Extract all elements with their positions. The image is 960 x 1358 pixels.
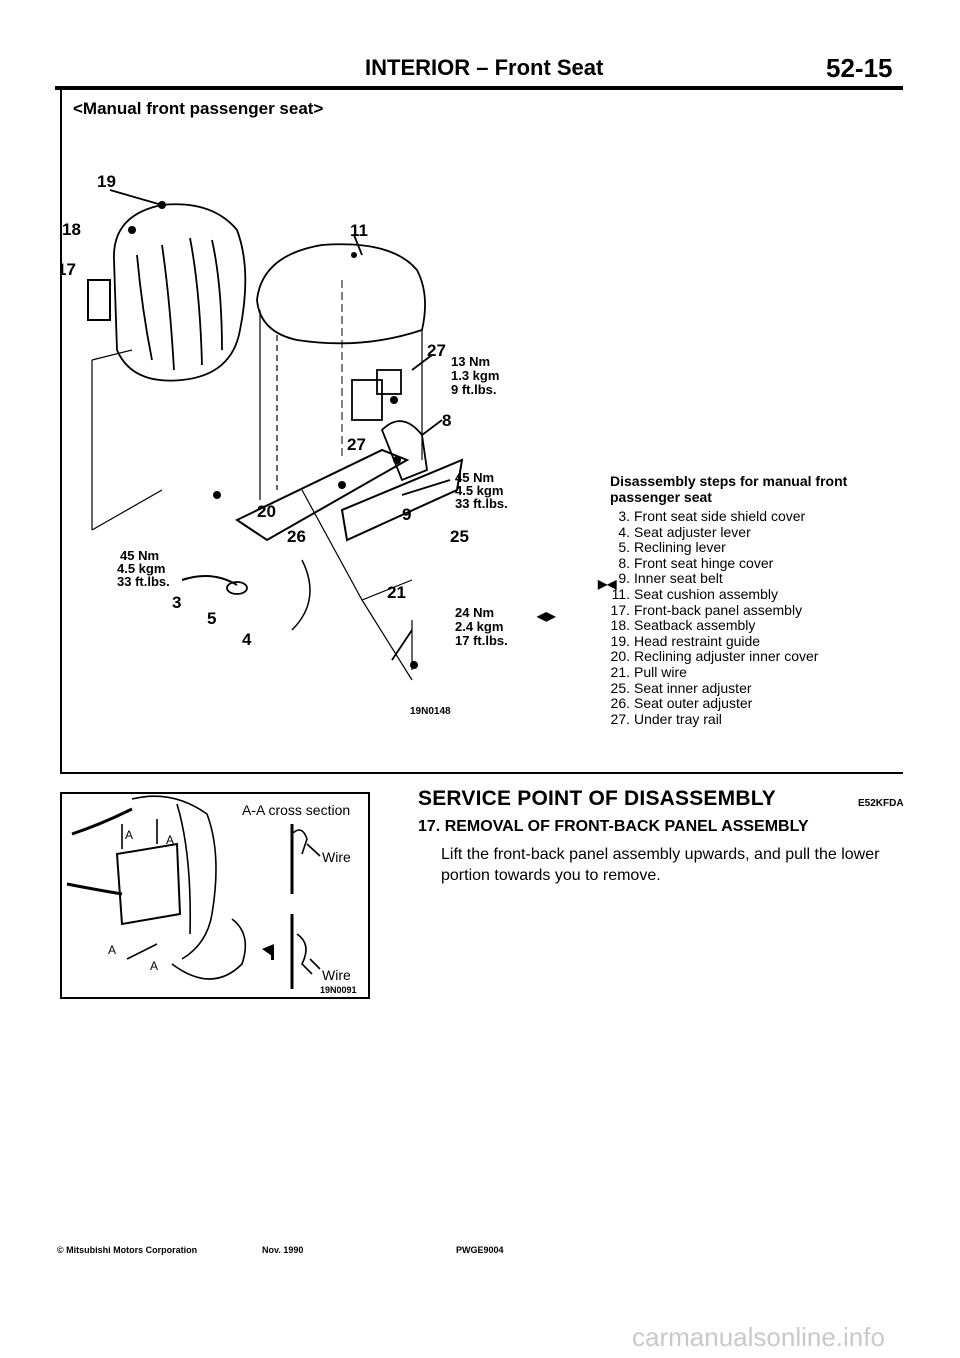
section-letter: A bbox=[166, 833, 174, 847]
service-body: Lift the front-back panel assembly upwar… bbox=[441, 846, 880, 884]
torque-value: 13 Nm bbox=[451, 354, 490, 369]
step-item: 18.Seatback assembly bbox=[610, 617, 756, 634]
part-label: 8 bbox=[442, 411, 451, 430]
step-item: 17.Front-back panel assembly bbox=[610, 601, 803, 618]
torque-value: 9 ft.lbs. bbox=[451, 382, 497, 397]
torque-value: 45 Nm bbox=[120, 548, 159, 563]
part-label: 3 bbox=[172, 593, 181, 612]
step-item: 27.Under tray rail bbox=[610, 710, 722, 727]
exploded-seat-diagram: 19 18 17 11 27 8 27 20 26 9 25 21 3 5 4 … bbox=[62, 172, 508, 681]
service-subheading: 17. REMOVAL OF FRONT-BACK PANEL ASSEMBLY bbox=[418, 818, 809, 835]
page-header-title: INTERIOR – Front Seat bbox=[365, 55, 604, 80]
part-label: 27 bbox=[347, 435, 366, 454]
part-label: 19 bbox=[97, 172, 116, 191]
step-item: 25.Seat inner adjuster bbox=[610, 679, 752, 696]
step-item: 11.Seat cushion assembly bbox=[611, 585, 778, 602]
part-label: 5 bbox=[207, 609, 216, 628]
part-label: 9 bbox=[402, 505, 411, 524]
torque-value: 1.3 kgm bbox=[451, 368, 499, 383]
torque-value: 4.5 kgm bbox=[455, 483, 503, 498]
part-label: 18 bbox=[62, 220, 81, 239]
torque-value: 2.4 kgm bbox=[455, 619, 503, 634]
step-item: 19.Head restraint guide bbox=[610, 632, 761, 649]
step-item: 4.Seat adjuster lever bbox=[618, 523, 751, 540]
section-letter: A bbox=[108, 943, 116, 957]
step-item: 26.Seat outer adjuster bbox=[610, 695, 753, 712]
part-label: 11 bbox=[350, 221, 368, 240]
service-point-marker: ◀▶ bbox=[537, 609, 556, 623]
step-item: 20.Reclining adjuster inner cover bbox=[610, 648, 819, 665]
panel-bracket bbox=[87, 279, 111, 321]
part-label: 20 bbox=[257, 502, 276, 521]
torque-value: 4.5 kgm bbox=[117, 561, 165, 576]
service-point-marker: ▶◀ bbox=[598, 577, 617, 591]
torque-value: 17 ft.lbs. bbox=[455, 633, 508, 648]
wire-label: Wire bbox=[322, 849, 351, 865]
part-label: 26 bbox=[287, 527, 306, 546]
watermark: carmanualsonline.info bbox=[632, 1322, 885, 1352]
header-rule bbox=[55, 86, 903, 90]
section-left-rule bbox=[60, 90, 62, 772]
cushion-outline bbox=[256, 243, 426, 345]
wire-label: Wire bbox=[322, 967, 351, 983]
section-label: <Manual front passenger seat> bbox=[73, 99, 324, 118]
part-label: 27 bbox=[427, 341, 446, 360]
step-item: 21.Pull wire bbox=[610, 663, 687, 680]
part-label: 4 bbox=[242, 630, 252, 649]
torque-value: 24 Nm bbox=[455, 605, 494, 620]
figure-code: 19N0091 bbox=[320, 985, 357, 995]
torque-value: 33 ft.lbs. bbox=[117, 574, 170, 589]
footer-date: Nov. 1990 bbox=[262, 1245, 304, 1255]
part-label: 25 bbox=[450, 527, 469, 546]
footer-copyright: © Mitsubishi Motors Corporation bbox=[57, 1245, 198, 1255]
inner-rail bbox=[340, 458, 464, 542]
outer-rail bbox=[234, 448, 410, 542]
aa-caption: A-A cross section bbox=[242, 802, 351, 818]
step-item: 9.Inner seat belt bbox=[618, 570, 723, 587]
torque-value: 45 Nm bbox=[455, 470, 494, 485]
seatback-outline bbox=[113, 203, 247, 382]
aa-cross-section-figure: A A A A A-A cross section Wire Wire 19N0… bbox=[60, 792, 370, 999]
part-label: 21 bbox=[387, 583, 406, 602]
steps-title: Disassembly steps for manual front passe… bbox=[610, 473, 848, 505]
step-item: 3.Front seat side shield cover bbox=[618, 508, 806, 524]
page-number: 52-15 bbox=[826, 53, 893, 83]
step-item: 5.Reclining lever bbox=[618, 539, 726, 556]
footer-code: PWGE9004 bbox=[456, 1245, 504, 1255]
torque-value: 33 ft.lbs. bbox=[455, 496, 508, 511]
section-bottom-rule bbox=[60, 772, 903, 774]
section-letter: A bbox=[150, 959, 158, 973]
part-label: 17 bbox=[62, 260, 76, 279]
step-item: 8.Front seat hinge cover bbox=[618, 554, 774, 571]
disassembly-steps: Disassembly steps for manual front passe… bbox=[610, 473, 910, 727]
section-letter: A bbox=[125, 828, 133, 842]
figure-code: 19N0148 bbox=[410, 706, 451, 717]
service-code: E52KFDA bbox=[858, 798, 904, 809]
service-title: SERVICE POINT OF DISASSEMBLY bbox=[418, 787, 777, 810]
